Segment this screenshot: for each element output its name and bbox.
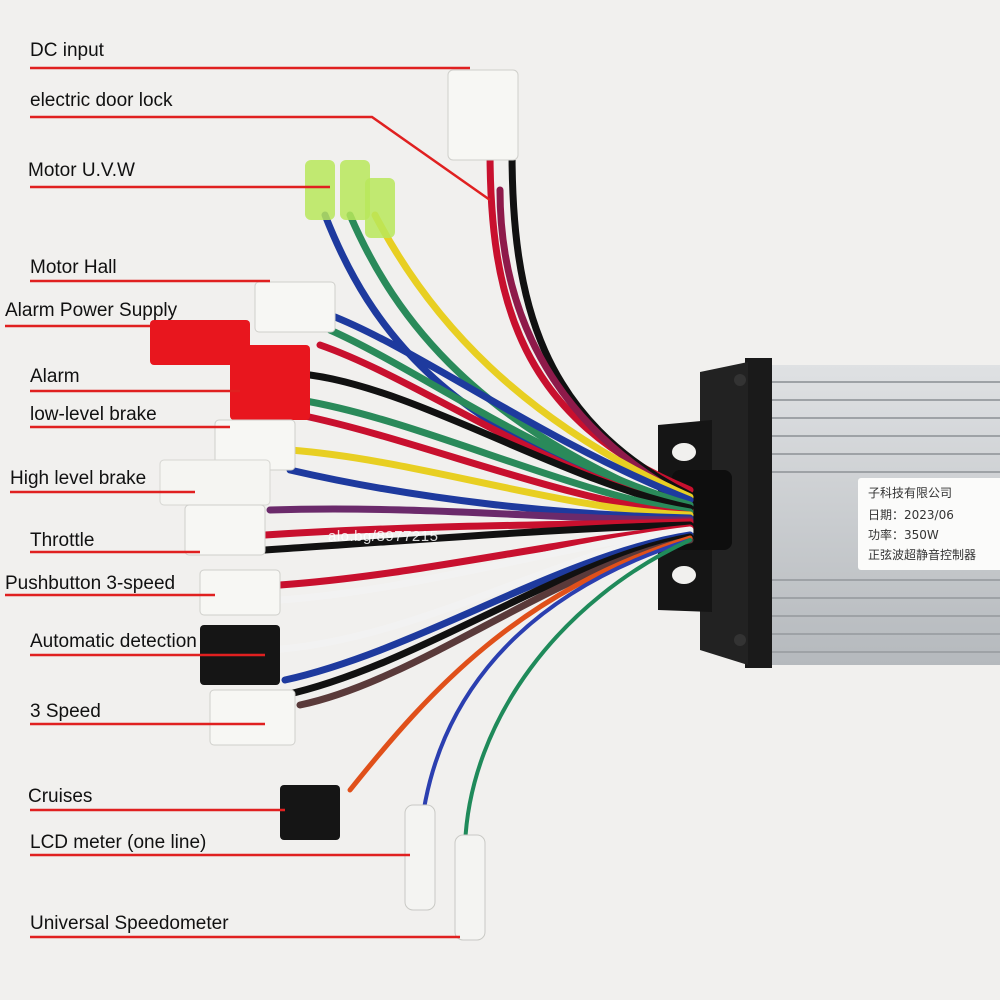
label-alarm: Alarm bbox=[30, 366, 80, 387]
label-throttle: Throttle bbox=[30, 530, 95, 551]
label-motor-hall: Motor Hall bbox=[30, 257, 117, 278]
label-cruises: Cruises bbox=[28, 786, 93, 807]
label-lcd-meter: LCD meter (one line) bbox=[30, 832, 207, 853]
plate-name: 正弦波超静音控制器 bbox=[868, 548, 977, 562]
label-automatic-detection: Automatic detection bbox=[30, 631, 197, 652]
leader-lines bbox=[5, 66, 491, 939]
plate-power: 功率：350W bbox=[868, 528, 939, 542]
controller-nameplate: 子科技有限公司 日期：2023/06 功率：350W 正弦波超静音控制器 bbox=[858, 478, 1000, 570]
watermark: alo.bg/8977215 bbox=[328, 528, 439, 545]
label-dc-input: DC input bbox=[30, 40, 104, 61]
label-pushbutton-3-speed: Pushbutton 3-speed bbox=[5, 573, 176, 594]
wire-harness bbox=[261, 146, 694, 847]
label-electric-door-lock: electric door lock bbox=[30, 90, 173, 111]
label-high-level-brake: High level brake bbox=[10, 468, 147, 489]
plate-company: 子科技有限公司 bbox=[868, 486, 953, 500]
label-universal-speedometer: Universal Speedometer bbox=[30, 913, 229, 934]
label-3-speed: 3 Speed bbox=[30, 701, 101, 722]
label-low-level-brake: low-level brake bbox=[30, 404, 157, 425]
label-motor-uvw: Motor U.V.W bbox=[28, 160, 135, 181]
label-alarm-power-supply: Alarm Power Supply bbox=[5, 300, 178, 321]
connectors bbox=[150, 69, 519, 941]
plate-date: 日期：2023/06 bbox=[868, 508, 954, 522]
